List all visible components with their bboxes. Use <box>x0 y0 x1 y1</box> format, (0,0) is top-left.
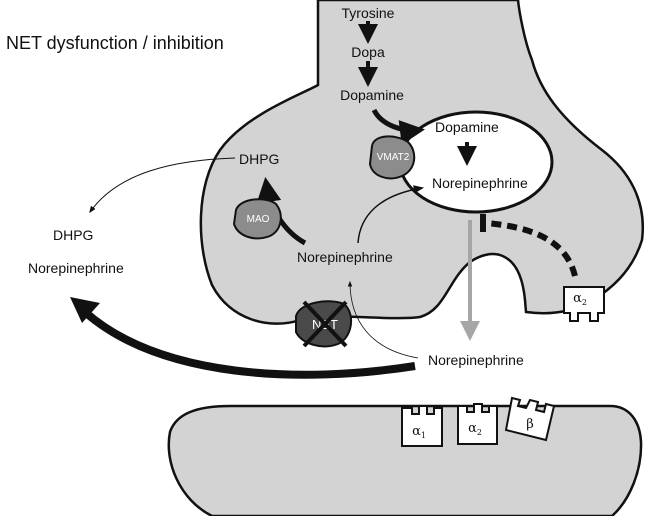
norepinephrine-synaptic-label: Norepinephrine <box>428 352 524 368</box>
vmat2-label: VMAT2 <box>377 152 410 163</box>
norepinephrine-cytosol-label: Norepinephrine <box>297 249 393 265</box>
postsynaptic-alpha2-symbol: α2 <box>468 421 482 437</box>
arrow-dopamine-into-vesicle <box>371 108 425 145</box>
dopa-label: Dopa <box>351 44 385 60</box>
vmat2-transporter <box>368 135 416 180</box>
net-inhibition-cross <box>302 300 348 348</box>
alpha2-feedback-inhibition <box>485 220 578 277</box>
dopamine-cytosol-label: Dopamine <box>340 87 404 103</box>
tyrosine-label: Tyrosine <box>342 5 395 21</box>
arrow-dhpg-out <box>89 157 236 214</box>
arrow-ne-spillover <box>82 308 416 379</box>
presynaptic-alpha2-receptor <box>563 286 605 322</box>
dhpg-extracellular-label: DHPG <box>53 227 93 243</box>
arrow-ne-uptake-into-vesicle <box>357 185 425 244</box>
postsynaptic-beta-symbol: β <box>526 417 534 432</box>
dopamine-vesicle-label: Dopamine <box>435 119 499 135</box>
spillover-arrowhead <box>70 297 100 323</box>
postsynaptic-alpha1-symbol: α1 <box>412 424 426 440</box>
dhpg-intracellular-label: DHPG <box>239 151 279 167</box>
postsynaptic-alpha1-receptor <box>401 405 443 447</box>
postsynaptic-beta-receptor <box>504 396 556 442</box>
arrow-ne-reuptake-blocked <box>347 280 419 359</box>
diagram-title: NET dysfunction / inhibition <box>6 33 224 53</box>
mao-enzyme <box>232 198 282 240</box>
presynaptic-alpha2-symbol: α2 <box>573 291 587 307</box>
norepinephrine-extracellular-label: Norepinephrine <box>28 260 124 276</box>
mao-label: MAO <box>247 214 270 225</box>
postsynaptic-alpha2-receptor <box>457 403 498 445</box>
norepinephrine-vesicle-label: Norepinephrine <box>432 175 528 191</box>
